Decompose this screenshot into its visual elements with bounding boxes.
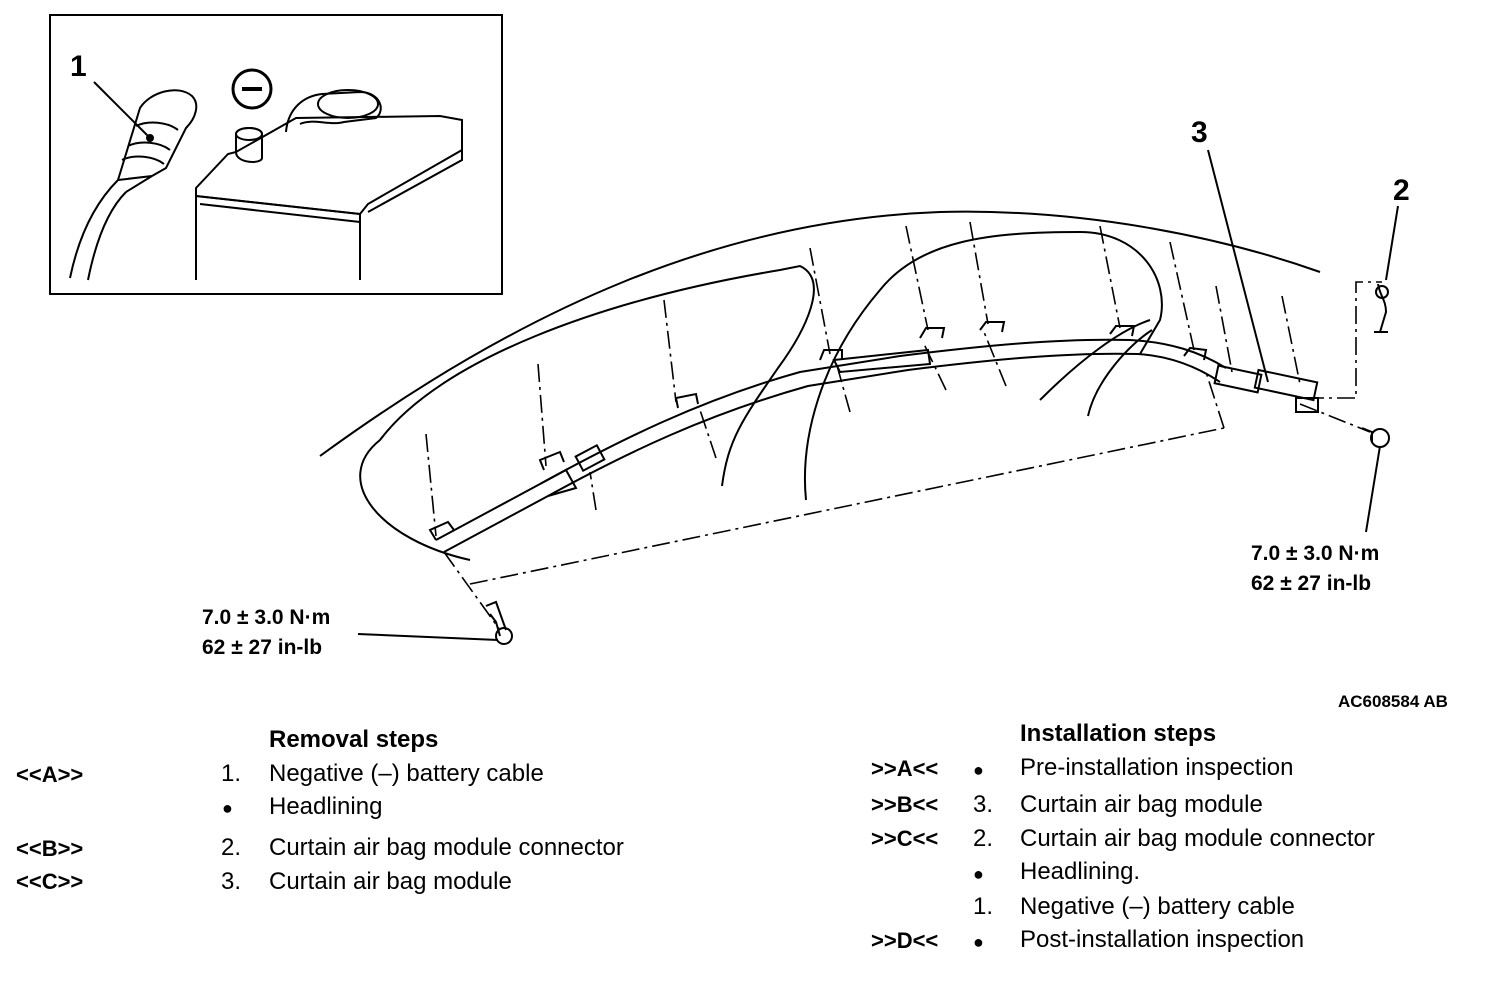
vehicle-roof-outline (320, 212, 1320, 560)
installation-code-c: >>C<< (871, 826, 939, 851)
installation-bullet-headlining: ● (973, 864, 984, 884)
figure-code: AC608584 AB (1338, 692, 1448, 711)
installation-step-connector: Curtain air bag module connector (1020, 825, 1375, 852)
battery-inset-frame (50, 15, 502, 294)
airbag-connector-clip (1374, 284, 1388, 332)
torque-right-imperial: 62 ± 27 in-lb (1251, 572, 1372, 595)
installation-heading: Installation steps (1020, 720, 1217, 747)
negative-symbol-text: – (245, 74, 246, 75)
installation-step-module: Curtain air bag module (1020, 791, 1263, 818)
removal-num-2: 2. (221, 834, 242, 861)
removal-code-a: <<A>> (16, 762, 84, 787)
installation-step-headlining: Headlining. (1020, 858, 1141, 885)
installation-step-post: Post-installation inspection (1020, 926, 1305, 953)
removal-code-b: <<B>> (16, 836, 84, 861)
installation-step-pre: Pre-installation inspection (1020, 754, 1294, 781)
removal-step-2: Curtain air bag module connector (269, 834, 624, 861)
installation-step-battery: Negative (–) battery cable (1020, 893, 1295, 920)
curtain-airbag-module (430, 322, 1318, 552)
torque-right-metric: 7.0 ± 3.0 N·m (1251, 542, 1380, 565)
removal-num-3: 3. (221, 868, 242, 895)
removal-step-3: Curtain air bag module (269, 868, 512, 895)
torque-left-metric: 7.0 ± 3.0 N·m (202, 606, 331, 629)
removal-step-headlining: Headlining (269, 793, 383, 820)
callout-3: 3 (1191, 116, 1208, 149)
negative-terminal-symbol (233, 70, 271, 108)
removal-bullet-headlining: ● (222, 798, 233, 818)
removal-step-1: Negative (–) battery cable (269, 760, 544, 787)
negative-battery-cable (70, 90, 196, 280)
installation-num-1: 1. (973, 893, 994, 920)
battery (196, 90, 462, 280)
torque-spec-left: 7.0 ± 3.0 N·m 62 ± 27 in-lb (202, 603, 330, 663)
mounting-guide-lines (426, 222, 1382, 630)
removal-code-c: <<C>> (16, 869, 84, 894)
torque-spec-right: 7.0 ± 3.0 N·m 62 ± 27 in-lb (1251, 539, 1379, 599)
installation-code-a: >>A<< (871, 756, 939, 781)
removal-num-1: 1. (221, 760, 242, 787)
installation-code-b: >>B<< (871, 792, 939, 817)
installation-code-d: >>D<< (871, 928, 939, 953)
callout-2: 2 (1393, 174, 1410, 207)
mounting-bolt-left (486, 602, 512, 644)
installation-bullet-a: ● (973, 760, 984, 780)
torque-left-imperial: 62 ± 27 in-lb (202, 636, 323, 659)
removal-heading: Removal steps (269, 726, 439, 753)
installation-num-3: 3. (973, 791, 994, 818)
installation-bullet-d: ● (973, 932, 984, 952)
callout-1: 1 (70, 50, 87, 83)
installation-num-2: 2. (973, 825, 994, 852)
